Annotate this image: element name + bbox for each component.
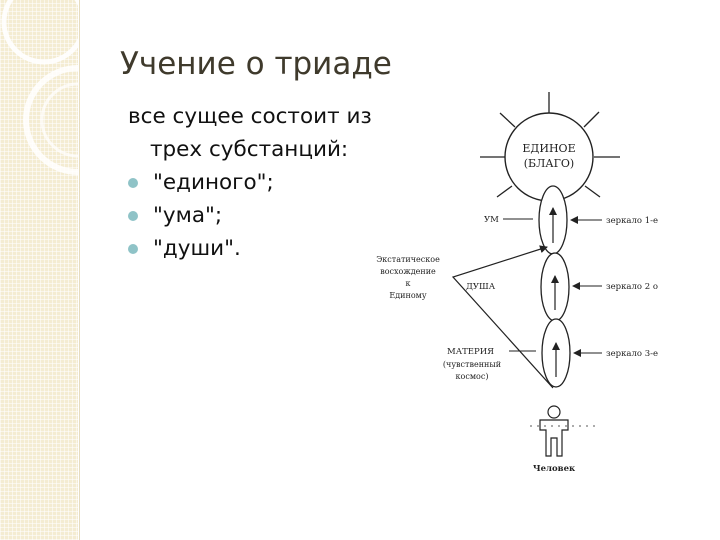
bullet-text: "ума";	[153, 203, 222, 228]
mirror-label-1: зеркало 1-е	[606, 216, 658, 226]
kosmos-label-1: (чувственный	[443, 360, 501, 369]
person-label: Человек	[533, 464, 576, 474]
dusha-label: ДУША	[466, 282, 496, 292]
bullet-item: "ума";	[128, 199, 372, 232]
sun-label-2: (БЛАГО)	[524, 157, 574, 170]
ecstatic-label-4: Единому	[389, 291, 426, 300]
bullet-dot-icon	[128, 244, 138, 254]
slide-title: Учение о триаде	[120, 46, 392, 82]
intro-line-2: трех субстанций:	[128, 133, 372, 166]
triad-diagram: ЕДИНОЕ (БЛАГО) УМ ДУША МАТЕРИЯ (чувствен…	[355, 85, 675, 485]
intro-line-1: все сущее состоит из	[128, 100, 372, 133]
ecstatic-label-1: Экстатическое	[376, 255, 440, 264]
decorative-side-panel	[0, 0, 78, 540]
bullet-text: "души".	[153, 236, 241, 261]
bullet-dot-icon	[128, 211, 138, 221]
ecstatic-label-3: к	[406, 279, 411, 288]
bullet-dot-icon	[128, 178, 138, 188]
decorative-circles	[0, 0, 78, 540]
sun-label-1: ЕДИНОЕ	[522, 142, 575, 155]
slide-body: все сущее состоит из трех субстанций: "е…	[128, 100, 372, 265]
kosmos-label-2: космос)	[456, 372, 489, 381]
bullet-text: "единого";	[153, 170, 274, 195]
mirror-arrows	[571, 220, 602, 353]
panel-divider	[79, 0, 80, 540]
mirror-label-3: зеркало 3-е	[606, 349, 658, 359]
bullet-item: "души".	[128, 232, 372, 265]
ecstatic-label-2: восхождение	[380, 267, 436, 276]
person-icon	[540, 406, 568, 456]
bullet-item: "единого";	[128, 166, 372, 199]
um-label: УМ	[484, 215, 499, 225]
materia-label: МАТЕРИЯ	[447, 347, 494, 357]
mirror-label-2: зеркало 2 о	[606, 282, 658, 292]
